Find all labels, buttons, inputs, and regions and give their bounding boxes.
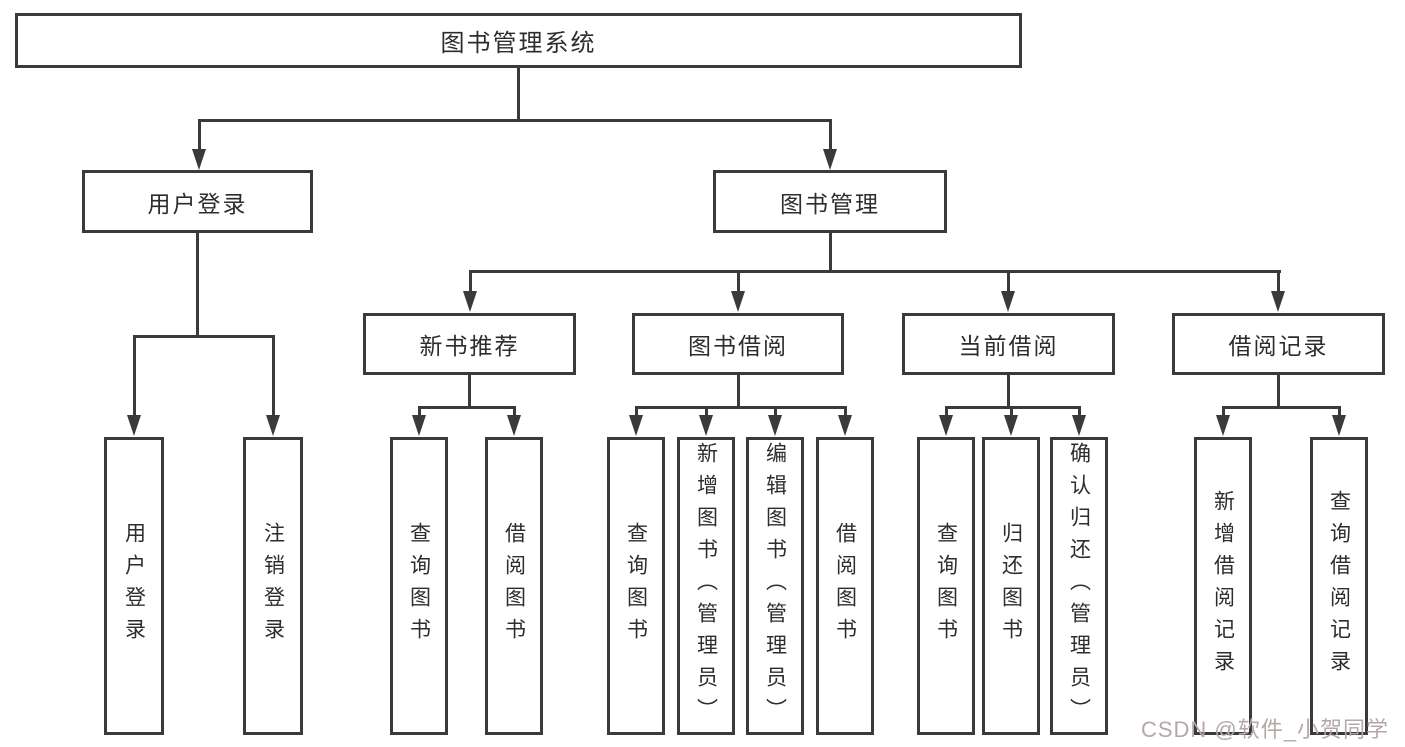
arrow-down-icon: [629, 415, 643, 436]
node-leaf-user-login: 用户登录: [104, 437, 164, 735]
connector-current-hbar: [945, 406, 1081, 409]
node-label: 用户登录: [122, 522, 146, 650]
connector-recommend-drop-1: [418, 406, 421, 418]
arrow-down-icon: [266, 415, 280, 436]
node-label: 图书管理: [780, 190, 880, 217]
connector-records-hbar: [1222, 406, 1341, 409]
connector-current-drop-2: [1010, 406, 1013, 418]
arrow-down-icon: [463, 291, 477, 312]
node-leaf-add-book-admin: 新增图书（管理员）: [677, 437, 735, 735]
arrow-down-icon: [699, 415, 713, 436]
connector-root-drop-left: [198, 119, 201, 152]
node-leaf-add-borrow-record: 新增借阅记录: [1194, 437, 1252, 735]
node-leaf-borrow-books: 借阅图书: [816, 437, 874, 735]
node-label: 查询图书: [407, 522, 431, 650]
connector-login-drop-left: [133, 335, 136, 418]
connector-login-hbar: [133, 335, 275, 338]
node-label: 注销登录: [261, 522, 285, 650]
connector-root-stem: [517, 68, 520, 121]
connector-recommend-drop-2: [513, 406, 516, 418]
connector-recommend-stem: [468, 375, 471, 409]
node-label: 新增借阅记录: [1211, 490, 1235, 682]
arrow-down-icon: [127, 415, 141, 436]
node-label: 当前借阅: [958, 333, 1059, 359]
arrow-down-icon: [838, 415, 852, 436]
connector-root-drop-right: [829, 119, 832, 152]
arrow-down-icon: [1072, 415, 1086, 436]
node-borrow-records: 借阅记录: [1172, 313, 1385, 375]
node-book-borrow: 图书借阅: [632, 313, 844, 375]
arrow-down-icon: [412, 415, 426, 436]
node-label: 确认归还（管理员）: [1067, 442, 1091, 730]
arrow-down-icon: [1216, 415, 1230, 436]
arrow-down-icon: [1271, 291, 1285, 312]
node-label: 查询图书: [934, 522, 958, 650]
connector-mgmt-hbar: [469, 270, 1281, 273]
node-leaf-query-books-current: 查询图书: [917, 437, 975, 735]
connector-login-stem: [196, 233, 199, 338]
connector-borrow-drop-4: [844, 406, 847, 418]
node-library-management-system: 图书管理系统: [15, 13, 1022, 68]
connector-current-drop-1: [945, 406, 948, 418]
connector-login-drop-right: [272, 335, 275, 418]
node-label: 查询借阅记录: [1327, 490, 1351, 682]
node-leaf-logout: 注销登录: [243, 437, 303, 735]
arrow-down-icon: [1001, 291, 1015, 312]
arrow-down-icon: [731, 291, 745, 312]
node-current-borrow: 当前借阅: [902, 313, 1115, 375]
connector-current-stem: [1007, 375, 1010, 409]
arrow-down-icon: [939, 415, 953, 436]
csdn-watermark: CSDN @软件_小贺同学: [1140, 717, 1389, 742]
node-label: 用户登录: [147, 190, 248, 217]
node-user-login: 用户登录: [82, 170, 313, 233]
connector-current-drop-3: [1078, 406, 1081, 418]
arrow-down-icon: [1332, 415, 1346, 436]
connector-borrow-drop-3: [774, 406, 777, 418]
connector-mgmt-drop-2: [737, 270, 740, 294]
connector-records-drop-2: [1338, 406, 1341, 418]
arrow-down-icon: [768, 415, 782, 436]
node-leaf-query-borrow-record: 查询借阅记录: [1310, 437, 1368, 735]
node-new-book-recommend: 新书推荐: [363, 313, 576, 375]
node-label: 图书借阅: [688, 333, 788, 359]
node-label: 图书管理系统: [440, 30, 597, 57]
connector-borrow-drop-2: [705, 406, 708, 418]
connector-root-hbar: [198, 119, 832, 122]
arrow-down-icon: [192, 149, 206, 170]
connector-mgmt-drop-4: [1277, 270, 1280, 294]
node-label: 归还图书: [999, 522, 1023, 650]
node-leaf-borrow-books-recommend: 借阅图书: [485, 437, 543, 735]
arrow-down-icon: [507, 415, 521, 436]
connector-records-stem: [1277, 375, 1280, 409]
node-book-management: 图书管理: [713, 170, 947, 233]
node-label: 借阅图书: [502, 522, 526, 650]
arrow-down-icon: [823, 149, 837, 170]
connector-borrow-hbar: [635, 406, 847, 409]
node-label: 查询图书: [624, 522, 648, 650]
connector-records-drop-1: [1222, 406, 1225, 418]
node-label: 新书推荐: [419, 333, 520, 359]
node-label: 新增图书（管理员）: [694, 442, 718, 730]
arrow-down-icon: [1004, 415, 1018, 436]
connector-borrow-drop-1: [635, 406, 638, 418]
connector-mgmt-drop-1: [469, 270, 472, 294]
connector-mgmt-stem: [829, 233, 832, 273]
node-label: 借阅图书: [833, 522, 857, 650]
connector-borrow-stem: [737, 375, 740, 409]
connector-mgmt-drop-3: [1007, 270, 1010, 294]
node-label: 借阅记录: [1228, 333, 1329, 359]
connector-recommend-hbar: [418, 406, 516, 409]
node-leaf-confirm-return-admin: 确认归还（管理员）: [1050, 437, 1108, 735]
node-label: 编辑图书（管理员）: [763, 442, 787, 730]
node-leaf-edit-book-admin: 编辑图书（管理员）: [746, 437, 804, 735]
node-leaf-return-books: 归还图书: [982, 437, 1040, 735]
node-leaf-query-books-recommend: 查询图书: [390, 437, 448, 735]
node-leaf-query-books-borrow: 查询图书: [607, 437, 665, 735]
